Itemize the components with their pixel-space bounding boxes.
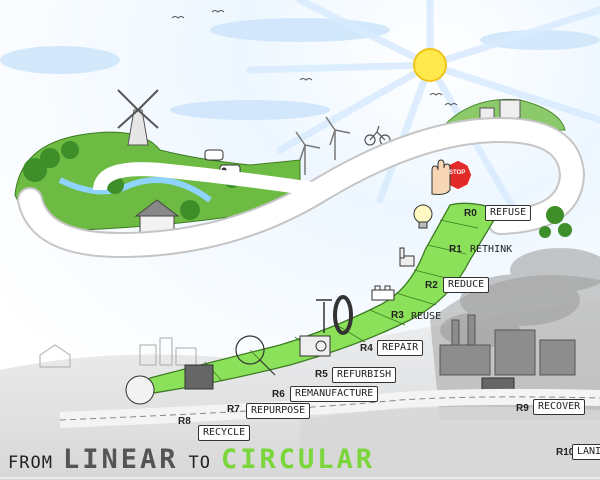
r4-label: REPAIR	[377, 340, 424, 356]
r8-label: RECYCLE	[198, 425, 251, 441]
loop-road	[19, 118, 584, 257]
r1-label: RETHINK	[470, 244, 513, 255]
pump-icon	[316, 299, 332, 333]
r4-code: R4	[360, 343, 373, 354]
r5-label: REFURBISH	[332, 367, 397, 383]
r6-label: REMANUFACTURE	[290, 386, 379, 402]
r3-code: R3	[391, 310, 404, 321]
loop-road-upper	[93, 162, 322, 197]
river	[58, 177, 212, 203]
hand-icon	[431, 159, 451, 195]
r6-code: R6	[272, 389, 285, 400]
r7-label: REPURPOSE	[246, 403, 311, 419]
lightbulb-icon	[413, 204, 433, 229]
circular-path	[138, 202, 501, 396]
r9-code: R9	[516, 403, 529, 414]
title-word-linear: LINEAR	[62, 444, 179, 475]
r10-label: LANI	[572, 444, 600, 460]
r0-code: R0	[464, 208, 477, 219]
trees-right	[539, 206, 572, 238]
r8-code: R8	[178, 416, 191, 427]
lego-brick-icon	[371, 285, 395, 301]
r3-label: REUSE	[411, 311, 442, 322]
wind-turbine-icon	[295, 116, 351, 175]
r7-code: R7	[227, 404, 240, 415]
r5-code: R5	[315, 369, 328, 380]
r2-label: REDUCE	[443, 277, 490, 293]
r0-label: REFUSE	[485, 205, 532, 221]
lamp-icon	[235, 335, 276, 376]
smoke	[440, 248, 600, 348]
page-title: FROM LINEAR TO CIRCULAR	[8, 444, 375, 476]
radio-icon	[299, 335, 331, 357]
title-word-to: TO	[188, 453, 211, 473]
sun-icon	[413, 48, 447, 82]
linear-road-center	[59, 396, 600, 421]
r2-code: R2	[425, 280, 438, 291]
tire-icon	[333, 295, 353, 335]
sun-rays	[246, 0, 600, 224]
title-word-circular: CIRCULAR	[220, 444, 376, 475]
factory-icon	[439, 314, 576, 376]
windmill-icon	[117, 89, 159, 146]
birds	[171, 10, 458, 106]
r10-code: R10	[556, 447, 575, 458]
chair-icon	[399, 247, 415, 267]
title-word-from: FROM	[8, 453, 53, 473]
recycle-bin-icon	[125, 364, 214, 405]
r1-code: R1	[449, 244, 462, 255]
stop-sign-text: STOP	[449, 170, 466, 176]
r9-label: RECOVER	[533, 399, 586, 415]
